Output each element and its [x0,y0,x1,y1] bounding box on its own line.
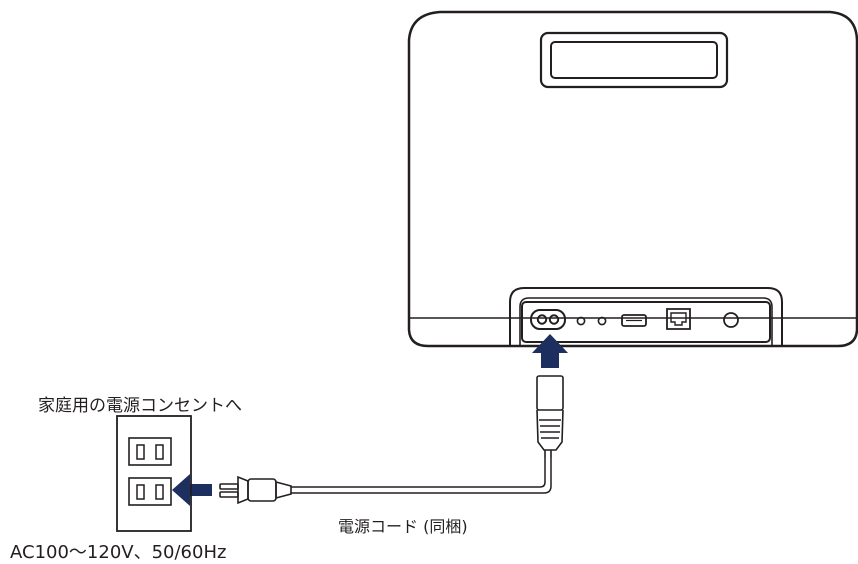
voltage-label: AC100〜120V、50/60Hz [10,542,227,563]
carry-handle [539,31,729,89]
power-inlet [530,309,566,330]
arrow-up [532,334,568,368]
speaker-rear-view [407,10,858,348]
ethernet-port [666,308,691,330]
arrow-left [172,474,212,506]
power-cord [291,458,552,494]
wall-outlet [116,415,192,532]
outlet-label: 家庭用の電源コンセントへ [38,396,242,416]
usb-port [621,314,647,327]
aux-jack [576,316,586,326]
service-jack [597,316,607,326]
speaker-plug [536,375,564,458]
port-panel [509,287,783,346]
cord-label: 電源コード (同梱) [338,517,468,536]
round-button [723,312,739,328]
wall-plug [219,475,292,505]
